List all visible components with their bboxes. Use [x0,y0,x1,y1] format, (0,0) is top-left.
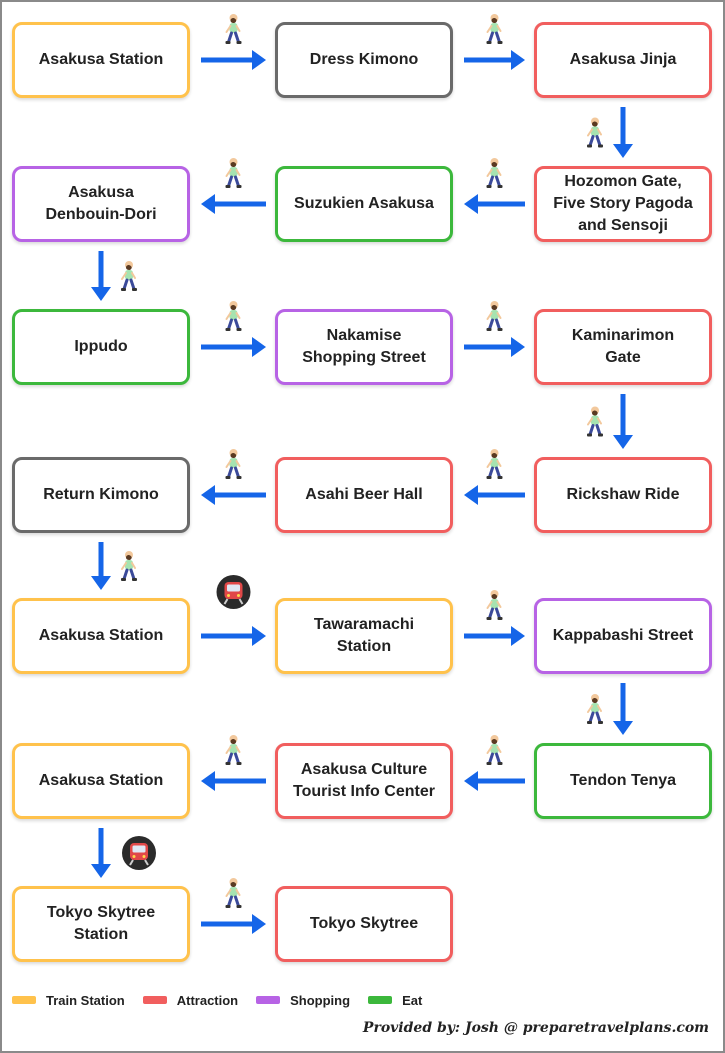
walking-person-icon [486,449,503,479]
legend-label: Attraction [176,992,239,1008]
legend-label: Eat [402,992,423,1008]
legend-swatch-shopping [256,996,281,1004]
flow-arrow [201,771,266,791]
node-asakusa-jinja: Asakusa Jinja [534,22,712,98]
flow-arrow [464,50,525,70]
legend-item-shopping: Shopping [256,993,350,1008]
walking-person-icon [121,551,137,581]
walking-person-icon [225,158,242,188]
flow-arrow [464,337,525,357]
flow-arrow [464,626,525,646]
walking-person-icon [225,878,242,908]
node-asakusa-culture-tourist-info-center: Asakusa Culture Tourist Info Center [275,743,453,819]
node-tendon-tenya: Tendon Tenya [534,743,712,819]
node-asahi-beer-hall: Asahi Beer Hall [275,457,453,533]
node-tokyo-skytree-station: Tokyo Skytree Station [12,886,190,962]
flow-arrow [613,394,633,449]
flow-arrow [91,251,111,301]
node-suzukien-asakusa: Suzukien Asakusa [275,166,453,242]
node-kappabashi-street: Kappabashi Street [534,598,712,674]
legend-item-attraction: Attraction [142,992,239,1008]
legend-item-eat: Eat [368,993,422,1008]
flow-arrow [613,683,633,735]
node-nakamise-shopping-street: Nakamise Shopping Street [275,309,453,385]
flow-arrow [201,194,266,214]
legend-label: Train Station [46,992,125,1008]
flow-arrow [464,194,525,214]
flow-arrow [201,485,266,505]
node-asakusa-station: Asakusa Station [12,743,190,819]
walking-person-icon [225,14,242,44]
credit-text: Provided by: Josh @ preparetravelplans.c… [362,1020,709,1036]
walking-person-icon [486,301,503,331]
walking-person-icon [587,694,603,724]
walking-person-icon [486,14,503,44]
node-rickshaw-ride: Rickshaw Ride [534,457,712,533]
node-dress-kimono: Dress Kimono [275,22,453,98]
walking-person-icon [486,590,503,620]
node-kaminarimon-gate: Kaminarimon Gate [534,309,712,385]
flow-arrow [464,485,525,505]
node-ippudo: Ippudo [12,309,190,385]
flow-arrow [91,542,111,590]
walking-person-icon [225,301,242,331]
flow-arrow [91,828,111,878]
node-asakusa-station: Asakusa Station [12,22,190,98]
walking-person-icon [486,735,503,765]
node-asakusa-station: Asakusa Station [12,598,190,674]
node-tokyo-skytree: Tokyo Skytree [275,886,453,962]
node-tawaramachi-station: Tawaramachi Station [275,598,453,674]
node-asakusa-denbouin-dori: Asakusa Denbouin-Dori [12,166,190,242]
node-hozomon-gate-five-story-pagoda-and-sensoji: Hozomon Gate, Five Story Pagoda and Sens… [534,166,712,242]
walking-person-icon [121,261,137,291]
flow-arrow [613,107,633,158]
train-icon [216,575,251,609]
legend-swatch-eat [368,996,393,1004]
walking-person-icon [225,449,242,479]
node-return-kimono: Return Kimono [12,457,190,533]
flow-arrow [201,50,266,70]
flow-arrow [201,337,266,357]
walking-person-icon [587,117,603,148]
legend-label: Shopping [290,992,351,1008]
walking-person-icon [587,406,603,437]
train-icon [122,836,156,870]
legend-swatch-train-station [12,996,36,1004]
flow-arrow [464,771,525,791]
walking-person-icon [486,158,503,188]
flow-arrow [201,914,266,934]
walking-person-icon [225,735,242,765]
flow-arrow [201,626,266,646]
legend-item-train-station: Train Station [12,993,125,1008]
legend-swatch-attraction [142,996,167,1004]
legend: Train Station Attraction Shopping Eat [12,991,440,1009]
